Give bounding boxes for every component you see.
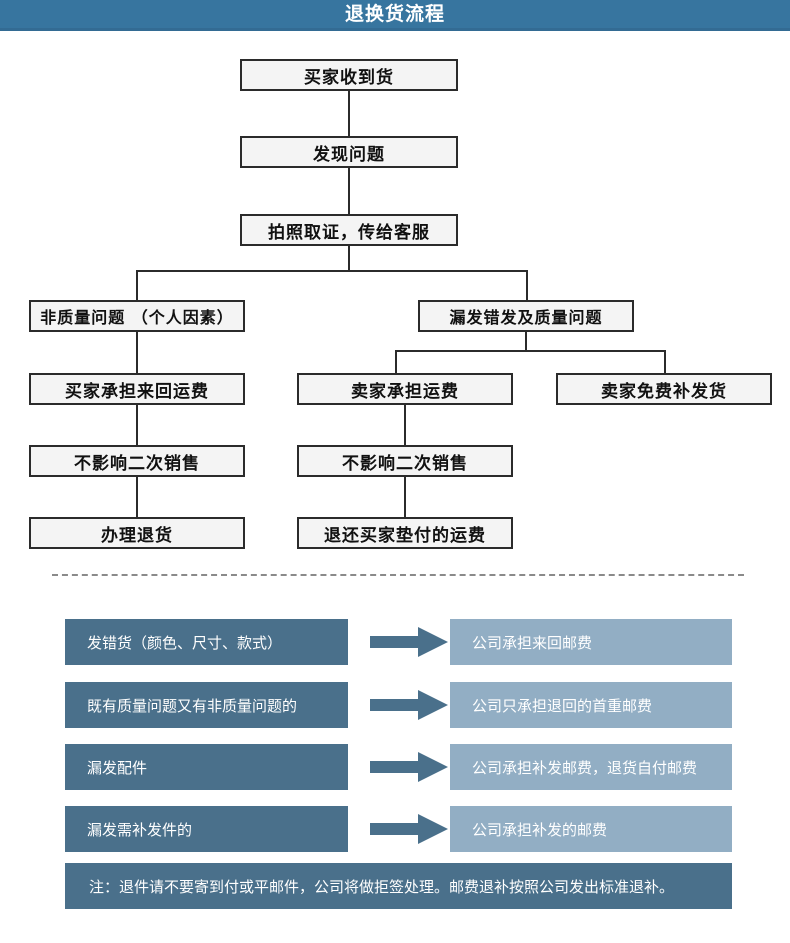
policy-result-4: 公司承担补发的邮费 (450, 806, 732, 852)
connector-n3-split (348, 246, 350, 270)
policy-cause-4: 漏发需补发件的 (65, 806, 348, 852)
connector-split2-right (664, 350, 666, 373)
arrow-icon-3 (370, 752, 448, 782)
policy-result-3: 公司承担补发邮费，退货自付邮费 (450, 744, 732, 790)
policy-cause-1: 发错货（颜色、尺寸、款式） (65, 619, 348, 665)
flow-node-buyer-pays-shipping: 买家承担来回运费 (29, 373, 245, 405)
flow-node-buyer-received: 买家收到货 (240, 59, 458, 91)
header-bar: 退换货流程 (0, 0, 790, 31)
flow-node-refund-prepaid-shipping: 退还买家垫付的运费 (297, 517, 513, 549)
policy-cause-3: 漏发配件 (65, 744, 348, 790)
flow-node-problem-found: 发现问题 (240, 136, 458, 168)
connector-n5-split2 (525, 332, 527, 350)
split-bar-level2 (395, 350, 666, 352)
flow-node-process-return: 办理退货 (29, 517, 245, 549)
connector-n1-n2 (348, 91, 350, 136)
page-title: 退换货流程 (344, 3, 445, 25)
flow-node-seller-pays-shipping: 卖家承担运费 (297, 373, 513, 405)
connector-n7-n10 (404, 405, 406, 445)
connector-n9-n11 (136, 477, 138, 517)
connector-n4-n6 (136, 332, 138, 373)
flow-node-missing-wrong-quality: 漏发错发及质量问题 (418, 300, 634, 332)
flow-node-seller-free-reship: 卖家免费补发货 (556, 373, 772, 405)
policy-result-2: 公司只承担退回的首重邮费 (450, 682, 732, 728)
flowchart: 买家收到货 发现问题 拍照取证，传给客服 非质量问题 （个人因素） 漏发错发及质… (0, 34, 790, 569)
connector-split2-left (395, 350, 397, 373)
section-divider (52, 574, 744, 576)
policy-result-1: 公司承担来回邮费 (450, 619, 732, 665)
connector-split-right (526, 270, 528, 300)
arrow-icon-2 (370, 690, 448, 720)
flow-node-resale-ok-middle: 不影响二次销售 (297, 445, 513, 477)
policy-cause-2: 既有质量问题又有非质量问题的 (65, 682, 348, 728)
connector-split-left (136, 270, 138, 300)
connector-n2-n3 (348, 168, 350, 214)
flow-node-photo-evidence: 拍照取证，传给客服 (240, 214, 458, 246)
split-bar-level1 (136, 270, 528, 272)
flow-node-non-quality-issue: 非质量问题 （个人因素） (29, 300, 245, 332)
flow-node-resale-ok-left: 不影响二次销售 (29, 445, 245, 477)
connector-n10-n12 (404, 477, 406, 517)
connector-n6-n9 (136, 405, 138, 445)
policy-note: 注：退件请不要寄到付或平邮件，公司将做拒签处理。邮费退补按照公司发出标准退补。 (65, 863, 732, 909)
arrow-icon-4 (370, 814, 448, 844)
arrow-icon-1 (370, 627, 448, 657)
